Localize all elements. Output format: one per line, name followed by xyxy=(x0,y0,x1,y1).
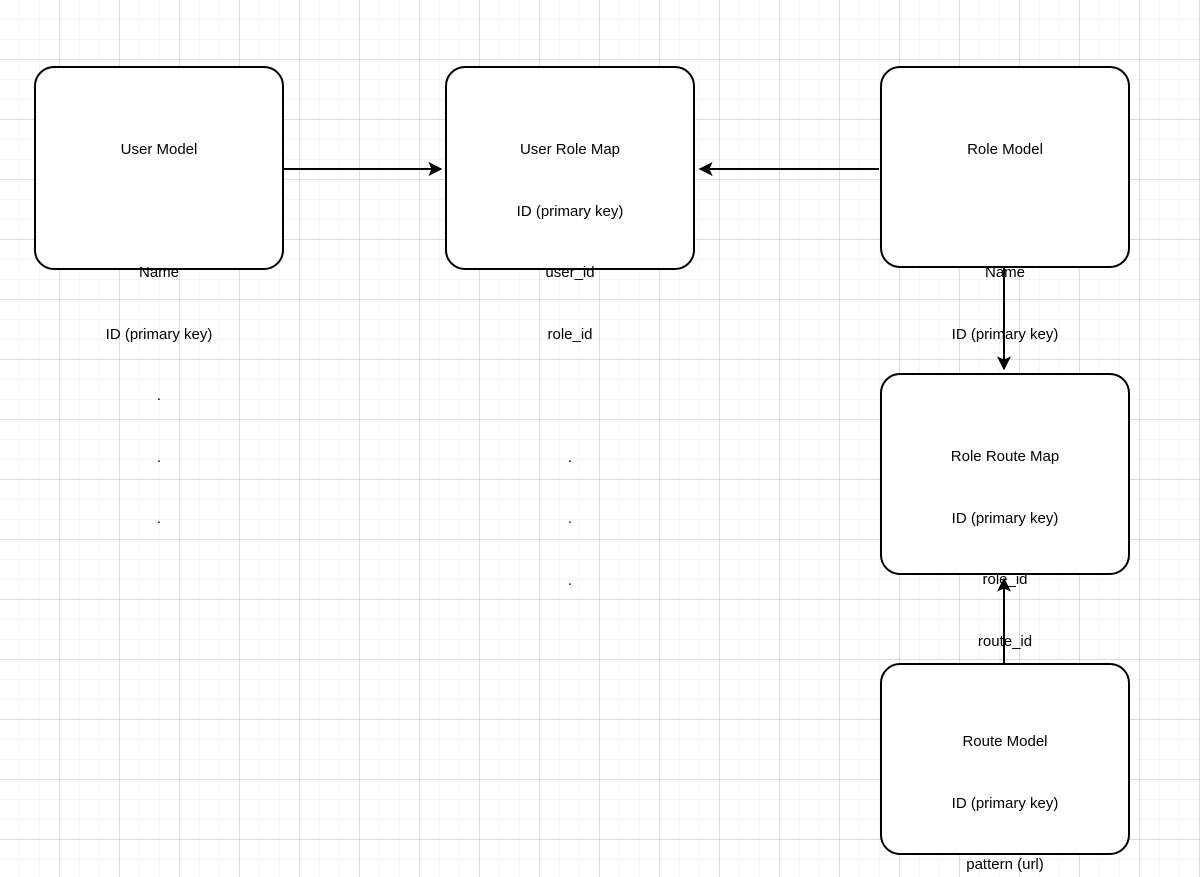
node-line: ID (primary key) xyxy=(951,509,1059,527)
node-route-model[interactable]: Route Model ID (primary key) pattern (ur… xyxy=(880,663,1130,873)
node-user-role-map[interactable]: User Role Map ID (primary key) user_id r… xyxy=(445,66,695,589)
node-line: user_id xyxy=(545,264,595,281)
node-line-dot: . xyxy=(567,510,573,527)
node-line-dot: . xyxy=(567,448,573,466)
node-role-model[interactable]: Role Model Name ID (primary key) . . . xyxy=(880,66,1130,527)
node-line: Route Model xyxy=(962,733,1048,750)
node-route-model-text: Route Model ID (primary key) pattern (ur… xyxy=(882,691,1128,877)
node-role-route-map[interactable]: Role Route Map ID (primary key) role_id … xyxy=(880,373,1130,834)
node-line-dot: . xyxy=(156,448,162,466)
node-line-dot: . xyxy=(156,510,162,527)
node-line-spacer xyxy=(36,202,282,223)
node-line-dot: . xyxy=(156,387,162,404)
node-line-spacer xyxy=(447,386,693,407)
node-line-spacer xyxy=(882,202,1128,223)
node-line: role_id xyxy=(982,571,1028,588)
node-line: route_id xyxy=(977,632,1033,650)
node-role-model-text: Role Model Name ID (primary key) . . . xyxy=(882,99,1128,571)
node-line: role_id xyxy=(547,325,593,343)
node-line: pattern (url) xyxy=(966,856,1044,873)
node-line-dot: . xyxy=(567,571,573,589)
node-line: ID (primary key) xyxy=(951,325,1059,343)
node-line: Role Route Map xyxy=(950,448,1060,465)
node-line: Name xyxy=(984,264,1025,281)
node-user-role-map-text: User Role Map ID (primary key) user_id r… xyxy=(447,99,693,632)
node-line: User Role Map xyxy=(519,141,621,158)
node-line: ID (primary key) xyxy=(951,794,1059,812)
node-line: Role Model xyxy=(967,141,1043,158)
node-line: Name xyxy=(138,264,179,281)
node-line: ID (primary key) xyxy=(105,325,213,343)
node-user-model[interactable]: User Model Name ID (primary key) . . . xyxy=(34,66,284,527)
node-line: ID (primary key) xyxy=(516,202,624,220)
node-user-model-text: User Model Name ID (primary key) . . . xyxy=(36,99,282,571)
node-line: User Model xyxy=(120,141,198,158)
